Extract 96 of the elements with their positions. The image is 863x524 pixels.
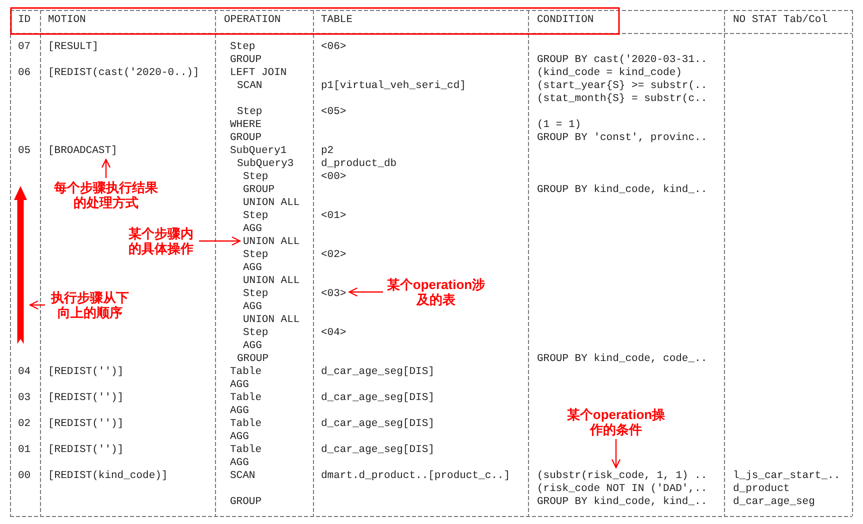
table-name: <02> (321, 248, 346, 262)
leader-line (611, 439, 621, 468)
operation-text: GROUP (237, 352, 269, 366)
operation-text: UNION ALL (243, 274, 300, 288)
operation-text: GROUP (230, 132, 262, 144)
table-name: <06> (321, 40, 346, 54)
operation-text: Table (230, 418, 262, 430)
operation-text: Table (230, 444, 262, 456)
motion-text: [REDIST('')] (48, 392, 124, 404)
condition-text: GROUP BY 'const', provinc.. (537, 132, 708, 144)
table-name: d_car_age_seg[DIS] (321, 418, 434, 430)
operation-text: Step (243, 248, 268, 262)
column-header: OPERATION (224, 14, 281, 27)
table-name: p2 (321, 144, 334, 158)
table-name: dmart.d_product..[product_c..] (321, 470, 510, 482)
operation-text: Table (230, 392, 262, 404)
no-stat-text: l_js_car_start_.. (733, 470, 840, 482)
condition-text: (start_year{S} >= substr(.. (537, 80, 708, 92)
operation-text: SubQuery3 (237, 158, 294, 170)
condition-text: GROUP BY kind_code, kind_.. (537, 496, 708, 508)
operation-text: Step (243, 170, 268, 184)
operation-text: AGG (230, 378, 249, 392)
operation-text: Step (243, 288, 268, 300)
step-id: 06 (18, 66, 31, 80)
operation-text: LEFT JOIN (230, 66, 287, 80)
condition-text: (substr(risk_code, 1, 1) .. (537, 470, 708, 482)
table-name: <00> (321, 170, 346, 184)
operation-text: GROUP (230, 54, 262, 66)
annotation-text: 某个operation涉及的表 (386, 277, 486, 307)
step-id: 01 (18, 444, 31, 456)
condition-text: GROUP BY kind_code, kind_.. (537, 184, 708, 196)
operation-text: Step (230, 40, 256, 54)
operation-text: UNION ALL (243, 236, 300, 248)
operation-text: SCAN (230, 470, 256, 482)
motion-text: [REDIST('')] (48, 418, 124, 430)
direction-arrow (14, 186, 27, 344)
table-name: <01> (321, 210, 346, 222)
column-header: TABLE (321, 14, 353, 27)
operation-text: AGG (243, 300, 262, 314)
table-name: d_car_age_seg[DIS] (321, 444, 434, 456)
operation-text: Table (230, 366, 262, 378)
annotation-text: 某个步骤内的具体操作 (126, 226, 196, 256)
motion-text: [RESULT] (48, 40, 98, 54)
leader-line (29, 300, 45, 310)
condition-text: (1 = 1) (537, 118, 582, 132)
operation-text: AGG (230, 430, 249, 444)
table-name: <03> (321, 288, 346, 300)
condition-text: (kind_code = kind_code) (537, 66, 682, 80)
leader-line (101, 158, 111, 178)
operation-text: AGG (243, 262, 262, 274)
step-id: 03 (18, 392, 31, 404)
leader-line (199, 236, 241, 246)
operation-text: AGG (243, 340, 262, 352)
motion-text: [BROADCAST] (48, 144, 118, 158)
leader-line (348, 287, 383, 297)
condition-text: (risk_code NOT IN ('DAD',.. (537, 482, 708, 496)
operation-text: Step (237, 106, 262, 118)
operation-text: GROUP (243, 184, 275, 196)
column-header: ID (18, 14, 31, 27)
condition-text: GROUP BY cast('2020-03-31.. (537, 54, 708, 66)
annotation-text: 每个步骤执行结果的处理方式 (50, 180, 162, 210)
step-id: 05 (18, 144, 31, 158)
step-id: 04 (18, 366, 31, 378)
step-id: 00 (18, 470, 31, 482)
table-name: d_car_age_seg[DIS] (321, 366, 434, 378)
operation-text: AGG (230, 404, 249, 418)
operation-text: Step (243, 326, 268, 340)
table-name: d_product_db (321, 158, 397, 170)
condition-text: (stat_month{S} = substr(c.. (537, 92, 708, 106)
column-header: MOTION (48, 14, 86, 27)
condition-text: GROUP BY kind_code, code_.. (537, 352, 708, 366)
operation-text: WHERE (230, 118, 262, 132)
annotation-text: 某个operation操作的条件 (566, 407, 666, 437)
no-stat-text: d_car_age_seg (733, 496, 815, 508)
motion-text: [REDIST(cast('2020-0..)] (48, 66, 200, 80)
operation-text: AGG (243, 222, 262, 236)
motion-text: [REDIST(kind_code)] (48, 470, 168, 482)
table-name: p1[virtual_veh_seri_cd] (321, 80, 466, 92)
operation-text: UNION ALL (243, 314, 300, 326)
table-name: <05> (321, 106, 346, 118)
operation-text: GROUP (230, 496, 262, 508)
step-id: 02 (18, 418, 31, 430)
motion-text: [REDIST('')] (48, 366, 124, 378)
motion-text: [REDIST('')] (48, 444, 124, 456)
table-name: <04> (321, 326, 346, 340)
column-header: NO STAT Tab/Col (733, 14, 828, 27)
no-stat-text: d_product (733, 482, 790, 496)
table-name: d_car_age_seg[DIS] (321, 392, 434, 404)
annotation-text: 执行步骤从下向上的顺序 (48, 290, 132, 320)
operation-text: Step (243, 210, 268, 222)
column-header: CONDITION (537, 14, 594, 27)
operation-text: SCAN (237, 80, 262, 92)
operation-text: AGG (230, 456, 249, 470)
step-id: 07 (18, 40, 31, 54)
operation-text: SubQuery1 (230, 144, 287, 158)
operation-text: UNION ALL (243, 196, 300, 210)
